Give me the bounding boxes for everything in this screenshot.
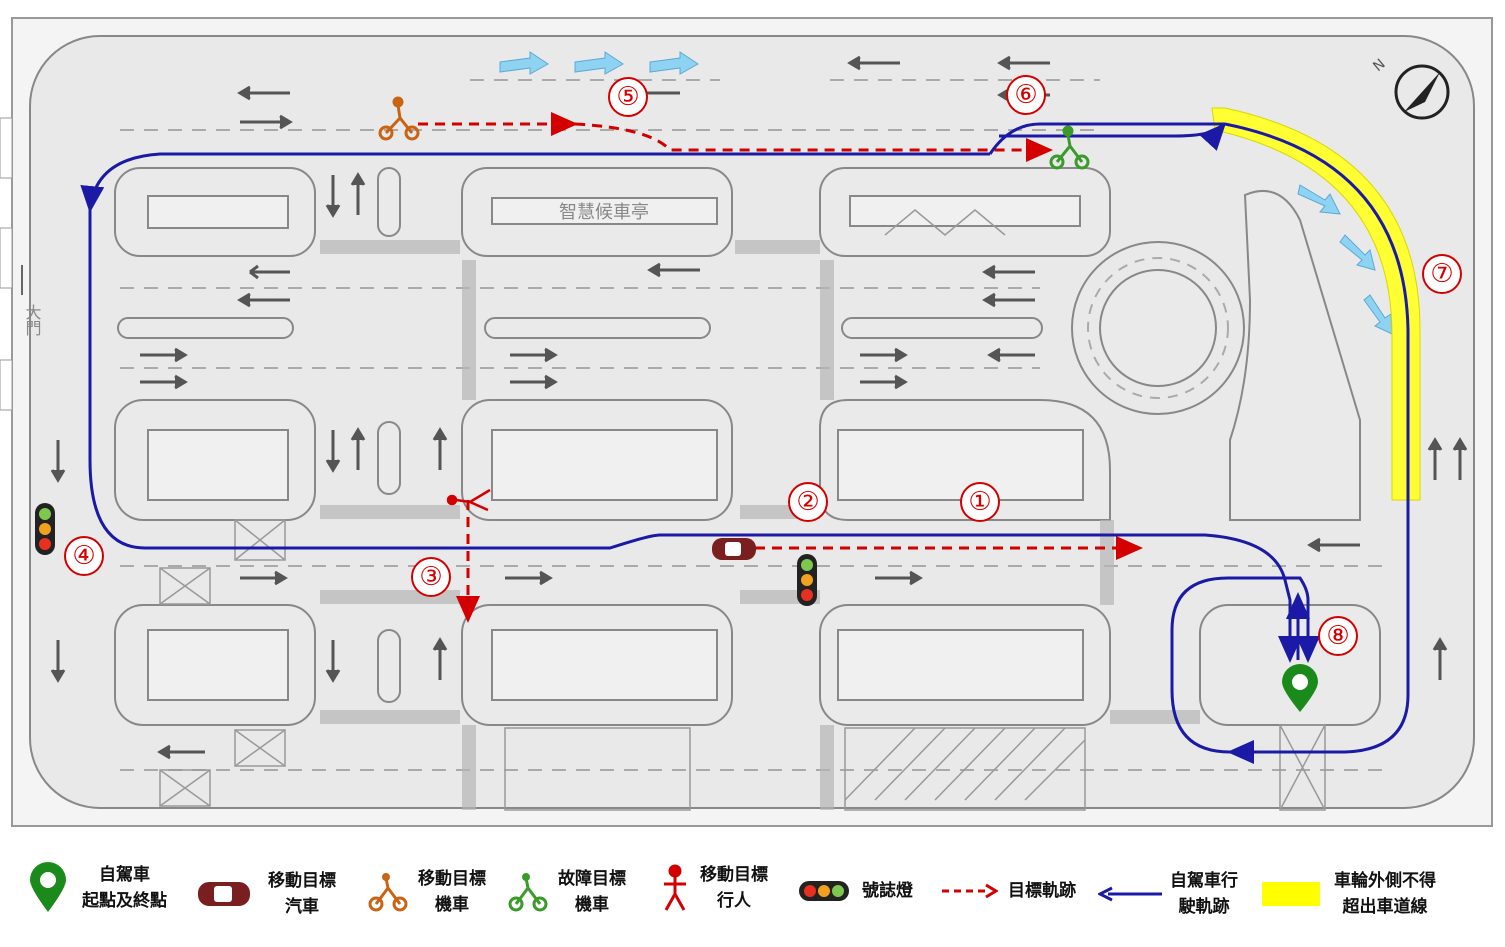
- marker-4: ④: [64, 536, 104, 576]
- lane-highlight: [1211, 107, 1421, 501]
- svg-text:④: ④: [72, 541, 95, 571]
- car-icon: [198, 882, 250, 906]
- broken-scooter-icon: [508, 873, 548, 912]
- marker-5: ⑤: [608, 77, 648, 117]
- moving-car-icon: [712, 538, 756, 560]
- moving-scooter-icon: [378, 96, 420, 141]
- broken-scooter-icon: [1049, 125, 1090, 170]
- legend-broken-scooter-line1: 故障目標: [558, 869, 626, 889]
- legend-target-track-label: 目標軌跡: [1008, 881, 1076, 901]
- legend-moving-scooter: 移動目標 機車: [368, 866, 486, 918]
- legend-self-track-line2: 駛軌跡: [1178, 897, 1230, 917]
- legend-self-track: 自駕車行 駛軌跡: [1098, 868, 1238, 920]
- numbered-markers: ① ② ③ ④ ⑤ ⑥ ⑦ ⑧: [64, 75, 1462, 656]
- marker-3: ③: [411, 557, 451, 597]
- legend-moving-pedestrian: 移動目標 行人: [658, 862, 768, 914]
- legend-lane-rule-line1: 車輪外側不得: [1334, 871, 1436, 891]
- legend-moving-pedestrian-line1: 移動目標: [700, 865, 768, 885]
- legend-moving-car: 移動目標 汽車: [196, 868, 336, 920]
- roundabout: [1071, 241, 1245, 415]
- legend-start-end-line1: 自駕車: [99, 865, 150, 885]
- shelter-label: 智慧候車亭: [559, 202, 649, 223]
- marker-7: ⑦: [1422, 254, 1462, 294]
- legend-traffic-light: 號誌燈: [798, 878, 913, 904]
- svg-text:①: ①: [968, 487, 991, 517]
- marker-6: ⑥: [1006, 75, 1046, 115]
- legend-target-track: 目標軌跡: [940, 878, 1076, 904]
- marker-2: ②: [788, 482, 828, 522]
- traffic-light-icon: [797, 554, 817, 606]
- legend-traffic-light-label: 號誌燈: [862, 881, 913, 901]
- traffic-light-icon: [35, 503, 55, 555]
- legend-moving-scooter-line2: 機車: [435, 895, 469, 915]
- marker-8: ⑧: [1318, 616, 1358, 656]
- svg-text:③: ③: [419, 562, 442, 592]
- legend-lane-rule-line2: 超出車道線: [1342, 897, 1428, 917]
- traffic-light-icon: [799, 881, 849, 901]
- location-pin-icon: [30, 862, 66, 912]
- pedestrian-icon: [446, 488, 491, 512]
- campus-test-map: 智慧候車亭 大門 N: [0, 17, 1493, 827]
- legend-start-end-line2: 起點及終點: [82, 891, 167, 911]
- target-tracks: [418, 112, 1143, 623]
- svg-text:⑦: ⑦: [1430, 259, 1453, 289]
- marker-1: ①: [960, 482, 1000, 522]
- gate-label: 大門: [23, 304, 42, 337]
- yellow-swatch: [1262, 882, 1320, 906]
- legend-moving-pedestrian-line2: 行人: [717, 891, 751, 911]
- svg-text:⑤: ⑤: [616, 82, 639, 112]
- solid-arrow-icon: [1098, 886, 1162, 902]
- pedestrian-icon: [664, 864, 686, 911]
- svg-text:⑥: ⑥: [1014, 80, 1037, 110]
- legend-broken-scooter-line2: 機車: [575, 895, 609, 915]
- legend-start-end: 自駕車 起點及終點: [28, 862, 167, 914]
- legend-moving-car-line1: 移動目標: [268, 871, 336, 891]
- legend: 自駕車 起點及終點 移動目標 汽車 移動目標 機車 故障目標 機車 移動目標 行…: [0, 840, 1505, 940]
- self-driving-route: [80, 122, 1410, 764]
- legend-moving-car-line2: 汽車: [285, 897, 319, 917]
- svg-text:②: ②: [796, 487, 819, 517]
- legend-broken-scooter: 故障目標 機車: [508, 866, 626, 918]
- legend-moving-scooter-line1: 移動目標: [418, 869, 486, 889]
- scooter-icon: [368, 873, 408, 912]
- legend-lane-rule: 車輪外側不得 超出車道線: [1262, 868, 1436, 920]
- start-end-pin-icon: [1282, 664, 1318, 712]
- dashed-arrow-icon: [942, 883, 998, 899]
- svg-text:⑧: ⑧: [1326, 621, 1349, 651]
- legend-self-track-line1: 自駕車行: [1170, 871, 1238, 891]
